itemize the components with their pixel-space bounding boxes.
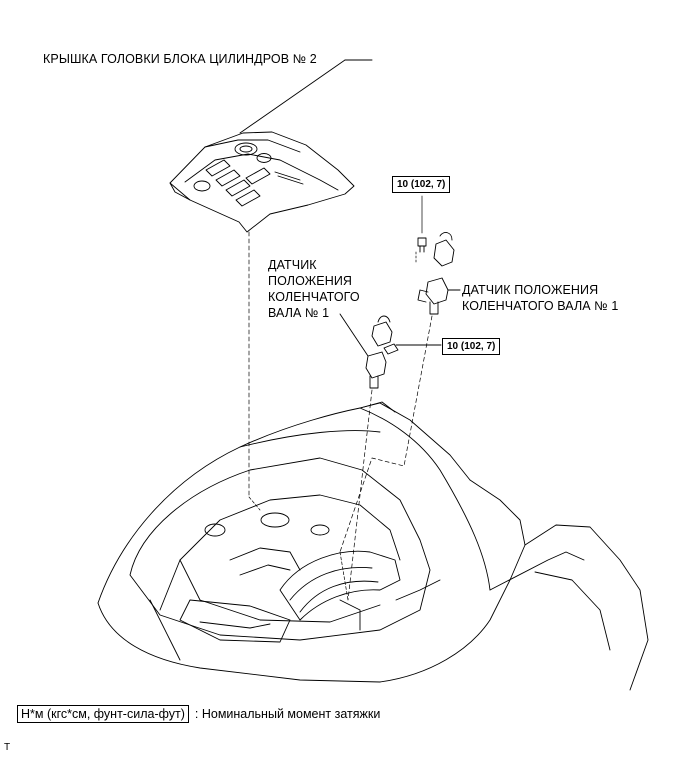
cylinder-head-cover-label: КРЫШКА ГОЛОВКИ БЛОКА ЦИЛИНДРОВ № 2 [43,52,317,66]
engine-bay-illustration [97,401,649,691]
crankshaft-sensor-upper-illustration [339,195,461,553]
label-line: ПОЛОЖЕНИЯ [268,274,353,288]
torque-legend-description: : Номинальный момент затяжки [194,707,381,721]
label-line: КОЛЕНЧАТОГО ВАЛА № 1 [462,299,619,313]
label-line: ВАЛА № 1 [268,306,330,320]
torque-spec-top: 10 (102, 7) [392,176,451,193]
crankshaft-sensor-label-left: ДАТЧИК ПОЛОЖЕНИЯ КОЛЕНЧАТОГО ВАЛА № 1 [268,257,360,321]
cylinder-head-cover-illustration [169,59,373,498]
label-line: ДАТЧИК ПОЛОЖЕНИЯ [462,283,599,297]
torque-spec-middle: 10 (102, 7) [442,338,501,355]
corner-mark: T [4,742,11,753]
crankshaft-sensor-lower-illustration [339,313,442,601]
crankshaft-sensor-label-right: ДАТЧИК ПОЛОЖЕНИЯ КОЛЕНЧАТОГО ВАЛА № 1 [462,282,618,314]
label-line: КОЛЕНЧАТОГО [268,290,360,304]
torque-units-box: Н*м (кгс*см, фунт-сила-фут) [17,705,189,723]
torque-legend: Н*м (кгс*см, фунт-сила-фут) : Номинальный… [17,705,380,723]
label-line: ДАТЧИК [268,258,317,272]
